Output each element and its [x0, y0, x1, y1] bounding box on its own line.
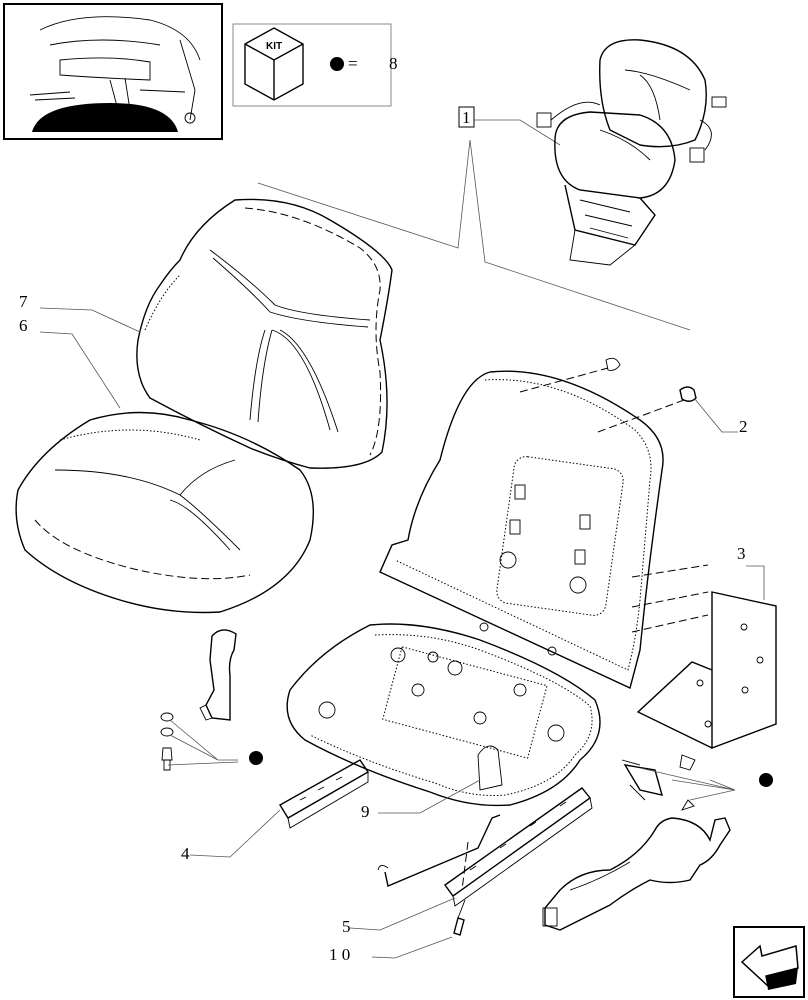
seat-belt-assembly: [542, 754, 773, 931]
kit-dot-marker: [249, 751, 263, 765]
kit-box-icon: KIT: [244, 27, 304, 101]
kit-dot-marker-right: [759, 773, 773, 787]
assembled-seat-thumbnail: [536, 39, 727, 266]
kit-number: 8: [389, 54, 398, 73]
bolt-lines: [519, 357, 709, 633]
next-page-arrow-icon[interactable]: [733, 926, 805, 998]
callout-9: 9: [361, 802, 370, 821]
seat-pan: [286, 623, 601, 807]
bracket-plate-3: 3: [636, 544, 777, 750]
clip-9: 9: [361, 779, 481, 821]
slide-rail-right-5: 5: [342, 787, 593, 936]
nut-2: 2: [679, 386, 748, 436]
seat-back-frame: [379, 370, 664, 689]
kit-legend: KIT = 8: [232, 23, 398, 107]
callout-3: 3: [737, 544, 746, 563]
kit-dot-icon: [330, 57, 344, 71]
svg-text:7: 7: [19, 292, 28, 311]
seat-cushion: [15, 411, 315, 614]
bolt-10: 1 0: [329, 899, 466, 964]
svg-text:6: 6: [19, 316, 28, 335]
kit-equals-sign: =: [348, 54, 358, 73]
callout-1: 1: [257, 106, 691, 331]
callout-7: 7: [19, 292, 141, 333]
svg-text:1: 1: [462, 108, 471, 127]
callout-10: 1 0: [329, 945, 350, 964]
armrest-bracket: [160, 629, 263, 771]
callout-6: 6: [19, 316, 121, 409]
thumbnail-seat-highlight: [32, 103, 178, 132]
callout-5: 5: [342, 917, 351, 936]
thumbnail-cab-view[interactable]: [3, 3, 223, 140]
slide-rail-left-4: 4: [181, 759, 369, 863]
callout-4: 4: [181, 844, 190, 863]
callout-2: 2: [739, 417, 748, 436]
kit-label: KIT: [266, 41, 282, 52]
backrest-cushion: [136, 198, 393, 469]
